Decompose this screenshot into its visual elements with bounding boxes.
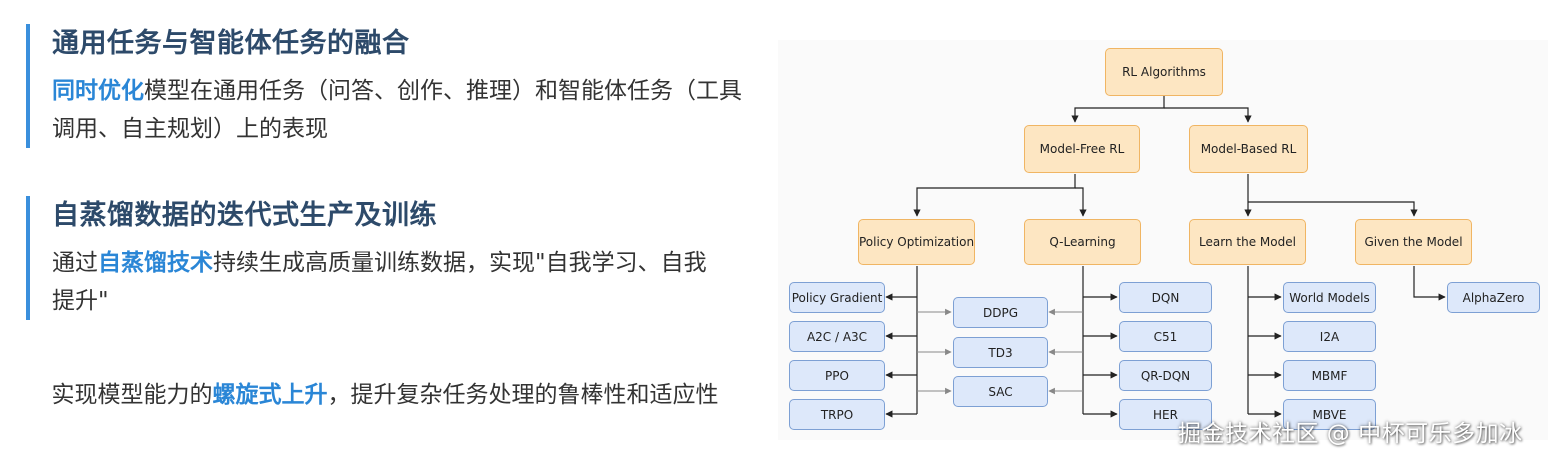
summary-body: ，提升复杂任务处理的鲁棒性和适应性 <box>327 382 719 408</box>
node-policy-gradient: Policy Gradient <box>789 282 885 313</box>
node-ddpg: DDPG <box>953 297 1048 328</box>
section-self-distill-body: 持续生成高质量训练数据，实现"自我学习、自我提升" <box>52 250 707 314</box>
node-world-models: World Models <box>1283 282 1376 313</box>
node-mbve: MBVE <box>1283 399 1376 430</box>
section-self-distill-text: 通过自蒸馏技术持续生成高质量训练数据，实现"自我学习、自我提升" <box>52 244 712 320</box>
node-trpo: TRPO <box>789 399 885 430</box>
summary-text: 实现模型能力的螺旋式上升，提升复杂任务处理的鲁棒性和适应性 <box>20 376 750 414</box>
node-c51: C51 <box>1119 321 1212 352</box>
node-ppo: PPO <box>789 360 885 391</box>
section-self-distill-title: 自蒸馏数据的迭代式生产及训练 <box>52 200 437 231</box>
node-rl-algorithms: RL Algorithms <box>1105 48 1223 96</box>
node-given-the-model: Given the Model <box>1355 219 1472 265</box>
node-policy-optimization: Policy Optimization <box>858 219 975 265</box>
node-model-free-rl: Model-Free RL <box>1024 125 1140 173</box>
node-dqn: DQN <box>1119 282 1212 313</box>
node-a2c-a3c: A2C / A3C <box>789 321 885 352</box>
diagram-connectors <box>885 96 1446 418</box>
summary-highlight: 螺旋式上升 <box>212 382 328 408</box>
section-fusion-body: 模型在通用任务（问答、创作、推理）和智能体任务（工具调用、自主规划）上的表现 <box>52 78 742 142</box>
node-td3: TD3 <box>953 337 1048 368</box>
node-model-based-rl: Model-Based RL <box>1189 125 1308 173</box>
node-learn-the-model: Learn the Model <box>1189 219 1306 265</box>
section-fusion: 通用任务与智能体任务的融合 同时优化模型在通用任务（问答、创作、推理）和智能体任… <box>26 24 752 148</box>
section-self-distill: 自蒸馏数据的迭代式生产及训练 通过自蒸馏技术持续生成高质量训练数据，实现"自我学… <box>26 196 712 320</box>
node-sac: SAC <box>953 376 1048 407</box>
rl-algorithms-diagram: RL Algorithms Model-Free RL Model-Based … <box>778 40 1548 440</box>
section-fusion-title: 通用任务与智能体任务的融合 <box>52 28 410 59</box>
section-self-distill-highlight: 自蒸馏技术 <box>98 250 213 276</box>
section-self-distill-prefix: 通过 <box>52 250 98 276</box>
watermark: 掘金技术社区 @ 中杯可乐多加冰 <box>1178 421 1523 447</box>
node-mbmf: MBMF <box>1283 360 1376 391</box>
node-q-learning: Q-Learning <box>1024 219 1141 265</box>
node-i2a: I2A <box>1283 321 1376 352</box>
node-alphazero: AlphaZero <box>1447 282 1540 313</box>
section-fusion-highlight: 同时优化 <box>52 78 144 104</box>
node-qr-dqn: QR-DQN <box>1119 360 1212 391</box>
section-fusion-text: 同时优化模型在通用任务（问答、创作、推理）和智能体任务（工具调用、自主规划）上的… <box>52 72 752 148</box>
node-her: HER <box>1119 399 1212 430</box>
summary-prefix: 实现模型能力的 <box>51 382 213 408</box>
